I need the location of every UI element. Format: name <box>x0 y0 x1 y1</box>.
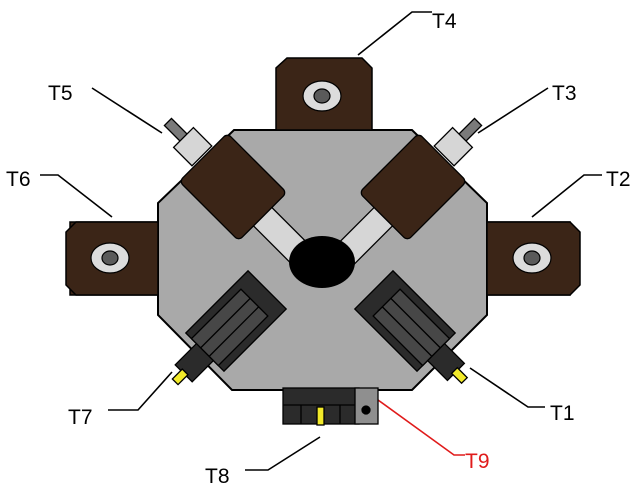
bolt-icon <box>523 250 541 266</box>
tool-t9-hole <box>361 405 371 415</box>
tool-t3-holder <box>360 134 466 240</box>
tool-t8-tip <box>316 406 325 426</box>
label-t1: T1 <box>550 402 575 425</box>
tool-t1-groove <box>390 297 441 349</box>
tool-labels: T4 T5 T3 T6 T2 T7 T1 T8 T9 <box>6 10 631 488</box>
tool-t1 <box>353 269 469 385</box>
center-hole <box>289 236 355 288</box>
tool-t3-collar <box>433 126 474 167</box>
tool-t3 <box>333 117 483 267</box>
bottom-tool-block <box>282 387 379 426</box>
leader-line-t3 <box>477 87 549 134</box>
leader-line-t1 <box>469 367 545 408</box>
cartridges <box>171 269 469 386</box>
leader-line-t6 <box>40 174 113 218</box>
label-t4: T4 <box>432 10 457 33</box>
leader-lines <box>40 11 602 471</box>
tool-t7-groove <box>208 306 260 357</box>
tool-t5-collar <box>172 126 213 167</box>
tool-t7-tip <box>171 368 189 386</box>
tool-t1-groove <box>381 306 433 357</box>
label-t9: T9 <box>465 450 490 473</box>
tool-t7-groove <box>200 297 251 349</box>
leader-line-t4 <box>357 11 432 56</box>
leader-line-t5 <box>91 87 163 134</box>
bolt-icon <box>101 250 119 266</box>
tool-t7 <box>171 269 288 386</box>
label-t5: T5 <box>48 82 73 105</box>
leader-line-t8 <box>245 436 321 471</box>
label-t8: T8 <box>205 465 230 488</box>
label-t2: T2 <box>606 168 631 191</box>
label-t3: T3 <box>552 82 577 105</box>
holder-bolts <box>90 80 552 274</box>
leader-line-t2 <box>531 174 602 218</box>
diagonal-tools <box>163 117 483 267</box>
tool-t5-holder <box>180 134 286 240</box>
label-t7: T7 <box>68 406 93 429</box>
leader-line-t9 <box>377 399 465 456</box>
bolt-icon <box>313 88 331 104</box>
leader-line-t7 <box>108 371 173 411</box>
tool-t1-tip <box>450 366 469 385</box>
label-t6: T6 <box>6 168 31 191</box>
